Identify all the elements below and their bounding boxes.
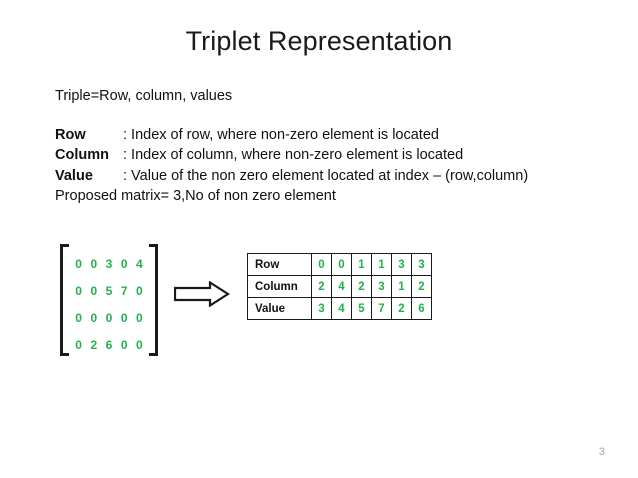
table-row: Value 3 4 5 7 2 6 — [247, 297, 432, 320]
matrix-row: 0 2 6 0 0 — [71, 331, 147, 358]
matrix-cell: 0 — [90, 256, 98, 271]
matrix-cell: 0 — [75, 337, 82, 352]
matrix-row: 0 0 3 0 4 — [71, 250, 147, 277]
matrix-cell: 0 — [136, 337, 143, 352]
right-block-arrow-icon — [173, 280, 231, 308]
matrix-grid: 0 0 3 0 4 0 0 5 7 0 0 0 0 0 0 0 2 6 0 0 — [71, 250, 147, 358]
definition-term-row: Row — [55, 126, 86, 143]
matrix-cell: 0 — [90, 283, 98, 298]
definition-desc-column: : Index of column, where non-zero elemen… — [123, 147, 464, 163]
table-cell: 3 — [411, 253, 432, 276]
table-cell: 2 — [391, 297, 412, 320]
page-number: 3 — [598, 446, 605, 458]
definition-item-column: Column : Index of column, where non-zero… — [55, 145, 595, 166]
matrix-cell: 5 — [105, 283, 113, 298]
table-cell: 4 — [331, 275, 352, 298]
table-row-label: Row — [247, 253, 312, 276]
footer-line: Proposed matrix= 3,No of non zero elemen… — [55, 188, 336, 204]
matrix-left-bracket-icon — [60, 244, 69, 356]
definition-desc-row: : Index of row, where non-zero element i… — [123, 126, 439, 143]
matrix-cell: 0 — [75, 283, 82, 298]
table-row: Row 0 0 1 1 3 3 — [247, 253, 432, 276]
matrix-cell: 0 — [120, 310, 128, 325]
table-cell: 0 — [331, 253, 352, 276]
matrix-cell: 6 — [105, 337, 113, 352]
intro-line: Triple=Row, column, values — [55, 88, 233, 104]
table-cell: 3 — [311, 297, 332, 320]
table-row-label: Value — [247, 297, 312, 320]
matrix-cell: 0 — [75, 310, 82, 325]
matrix-cell: 2 — [90, 337, 98, 352]
definition-desc-value: : Value of the non zero element located … — [123, 167, 529, 184]
matrix-cell: 7 — [120, 283, 128, 298]
text-spacer — [55, 107, 595, 125]
body-text-block: Triple=Row, column, values Row : Index o… — [55, 86, 595, 207]
matrix-row: 0 0 5 7 0 — [71, 277, 147, 304]
matrix-row: 0 0 0 0 0 — [71, 304, 147, 331]
table-cell: 1 — [391, 275, 412, 298]
definition-item-row: Row : Index of row, where non-zero eleme… — [55, 125, 595, 146]
matrix-cell: 0 — [75, 256, 82, 271]
table-cell: 3 — [391, 253, 412, 276]
table-cell: 2 — [351, 275, 372, 298]
definition-item-value: Value : Value of the non zero element lo… — [55, 166, 595, 187]
table-cell: 5 — [351, 297, 372, 320]
table-cell: 7 — [371, 297, 392, 320]
matrix-cell: 4 — [136, 256, 143, 271]
page-title: Triplet Representation — [185, 26, 453, 56]
matrix-cell: 3 — [105, 256, 113, 271]
definition-term-column: Column — [55, 147, 109, 163]
definition-list: Row : Index of row, where non-zero eleme… — [55, 125, 595, 187]
matrix-cell: 0 — [90, 310, 98, 325]
matrix-right-bracket-icon — [149, 244, 158, 356]
matrix-cell: 0 — [136, 310, 143, 325]
table-cell: 3 — [371, 275, 392, 298]
table-cell: 4 — [331, 297, 352, 320]
matrix-cell: 0 — [136, 283, 143, 298]
matrix-cell: 0 — [120, 256, 128, 271]
definition-term-value: Value — [55, 167, 93, 184]
matrix-cell: 0 — [120, 337, 128, 352]
table-cell: 0 — [311, 253, 332, 276]
matrix-cell: 0 — [105, 310, 113, 325]
table-cell: 1 — [351, 253, 372, 276]
table-row: Column 2 4 2 3 1 2 — [247, 275, 432, 298]
table-cell: 2 — [411, 275, 432, 298]
table-cell: 2 — [311, 275, 332, 298]
table-cell: 1 — [371, 253, 392, 276]
table-cell: 6 — [411, 297, 432, 320]
table-row-label: Column — [247, 275, 312, 298]
source-matrix: 0 0 3 0 4 0 0 5 7 0 0 0 0 0 0 0 2 6 0 0 — [60, 244, 158, 356]
triplet-table: Row 0 0 1 1 3 3 Column 2 4 2 3 1 2 Value… — [247, 253, 432, 320]
